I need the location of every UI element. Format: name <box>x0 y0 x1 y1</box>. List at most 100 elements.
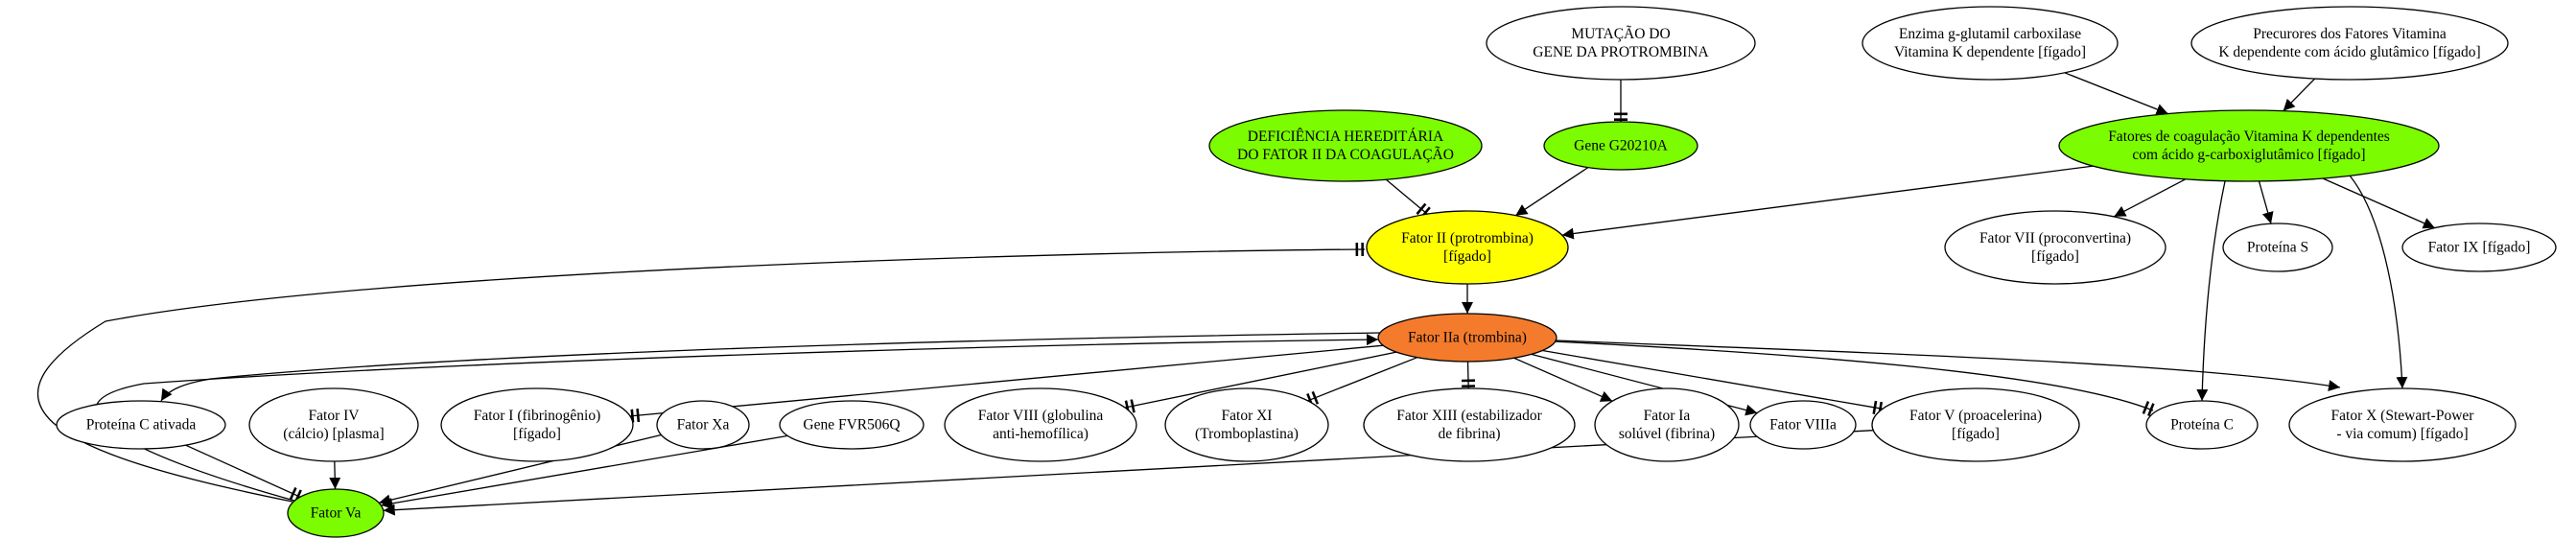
node-fator-xa: Fator Xa <box>656 400 750 450</box>
nodes-layer: MUTAÇÃO DO GENE DA PROTROMBINA Enzima g-gl… <box>56 6 2557 538</box>
node-label: Vitamina K dependente [fígado] <box>1894 44 2086 60</box>
node-fator-iia: Fator IIa (trombina) <box>1377 313 1557 363</box>
node-fator-x: Fator X (Stewart-Power - via comum) [fíga… <box>2288 387 2517 462</box>
node-label: DO FATOR II DA COAGULAÇÃO <box>1237 147 1454 163</box>
node-fator-va: Fator Va <box>287 488 385 538</box>
node-ellipse <box>1363 387 1576 462</box>
node-ellipse <box>1749 400 1857 450</box>
edge-fatores_vitk-fator_ix <box>2322 177 2436 229</box>
node-gene-fvr506q: Gene FVR506Q <box>779 400 925 450</box>
node-label: Fator Xa <box>677 417 730 434</box>
edge-fatores_vitk-proteina_c <box>2196 180 2226 402</box>
node-label: DEFICIÊNCIA HEREDITÁRIA <box>1248 129 1444 145</box>
edge-fator_va-fator_ii <box>36 243 1366 503</box>
edge-fatores_vitk-proteina_s <box>2258 180 2274 224</box>
edge-fator_iia-fator_viii <box>1124 351 1397 414</box>
node-ellipse <box>440 387 634 462</box>
node-fator-v: Fator V (proacelerina)[fígado] <box>1871 387 2080 462</box>
node-label: (cálcio) [plasma] <box>283 426 384 442</box>
node-label: Fator Va <box>311 505 362 522</box>
node-label: Fator IV <box>309 408 361 424</box>
node-ellipse <box>1486 6 1756 81</box>
node-label: Fator I (fibrinogênio) <box>474 408 601 424</box>
node-mutacao: MUTAÇÃO DO GENE DA PROTROMBINA <box>1486 6 1756 81</box>
node-label: Fatores de coagulação Vitamina K depende… <box>2108 129 2390 145</box>
node-ellipse <box>2145 400 2259 450</box>
node-ellipse <box>248 387 419 462</box>
node-fator-xiii: Fator XIII (estabilizador de fibrina) <box>1363 387 1576 462</box>
node-gene-g20210a: Gene G20210A <box>1543 121 1698 171</box>
node-label: de fibrina) <box>1439 426 1501 442</box>
node-fator-i: Fator I (fibrinogênio)[fígado] <box>440 387 634 462</box>
node-label: Gene G20210A <box>1574 138 1669 154</box>
node-fator-ix: Fator IX [fígado] <box>2401 223 2557 272</box>
node-label: Fator IIa (trombina) <box>1408 330 1527 346</box>
node-label: Fator IX [fígado] <box>2428 240 2531 256</box>
node-proteina-s: Proteína S <box>2222 223 2333 272</box>
node-ellipse <box>2222 223 2333 272</box>
edge-fator_iia-fator_v <box>1542 349 1884 416</box>
node-label: Proteína S <box>2247 240 2308 256</box>
edge-fator_iia-proteina_c_ativada <box>160 332 1382 402</box>
node-ellipse <box>1208 109 1483 182</box>
node-ellipse <box>2401 223 2557 272</box>
node-label: MUTAÇÃO DO <box>1571 26 1670 42</box>
edge-precursores-fatores_vitk <box>2283 78 2316 112</box>
node-label: Fator VII (proconvertina) <box>1979 230 2131 246</box>
node-label: - via comum) [fígado] <box>2336 426 2468 442</box>
edge-enzima-fatores_vitk <box>2064 72 2168 115</box>
edge-fatores_vitk-fator_vii <box>2113 178 2186 218</box>
edge-fator_iv-fator_va <box>329 460 341 490</box>
node-ellipse <box>656 400 750 450</box>
node-label: com ácido g-carboxiglutâmico [fígado] <box>2132 147 2365 163</box>
node-fator-ii: Fator II (protrombina) [fígado] <box>1366 210 1569 285</box>
edge-fator_iia-fator_ia <box>1513 357 1613 402</box>
node-label: Fator II (protrombina) <box>1401 230 1534 246</box>
node-ellipse <box>944 387 1137 462</box>
node-ellipse <box>1366 210 1569 285</box>
node-ellipse <box>2190 6 2509 81</box>
node-ellipse <box>1862 6 2119 81</box>
node-label: Fator XIII (estabilizador <box>1396 408 1542 424</box>
node-deficiencia: DEFICIÊNCIA HEREDITÁRIA DO FATOR II DA CO… <box>1208 109 1483 182</box>
node-label: Fator VIII (globulina <box>978 408 1104 424</box>
node-fator-vii: Fator VII (proconvertina) [fígado] <box>1944 210 2166 285</box>
edge-fator_iia-fator_xi <box>1306 357 1417 407</box>
node-label: [fígado] <box>2031 248 2079 265</box>
node-label: Enzima g-glutamil carboxilase <box>1899 26 2081 42</box>
node-label: [fígado] <box>1443 248 1491 265</box>
node-fator-viii: Fator VIII (globulina anti-hemofílica) <box>944 387 1137 462</box>
node-label: Proteína C ativada <box>86 417 197 434</box>
node-ellipse <box>1543 121 1698 171</box>
edge-fatores_vitk-fator_x <box>2349 175 2408 389</box>
node-label: GENE DA PROTROMBINA <box>1533 44 1709 60</box>
edge-fator_iia-fator_xiii <box>1461 361 1476 389</box>
node-label: Fator X (Stewart-Power <box>2331 408 2475 424</box>
node-fator-xi: Fator XI (Tromboplastina) <box>1164 387 1329 462</box>
node-label: (Tromboplastina) <box>1195 426 1299 442</box>
node-ellipse <box>2058 109 2440 182</box>
node-label: Fator VIIIa <box>1769 417 1837 434</box>
node-label: anti-hemofílica) <box>993 426 1089 442</box>
node-fator-viiia: Fator VIIIa <box>1749 400 1857 450</box>
node-ellipse <box>1377 313 1557 363</box>
node-label: K dependente com ácido glutâmico [fígado… <box>2218 44 2480 60</box>
node-ellipse <box>56 400 226 450</box>
node-ellipse <box>779 400 925 450</box>
edge-proteina_c_ativada-fator_va <box>185 444 302 504</box>
edge-fatores_vitk-fator_ii <box>1561 165 2094 240</box>
node-label: Fator Ia <box>1644 408 1691 424</box>
node-ellipse <box>1871 387 2080 462</box>
node-label: [fígado] <box>1952 426 2000 442</box>
node-fatores-vitk: Fatores de coagulação Vitamina K depende… <box>2058 109 2440 182</box>
node-label: Gene FVR506Q <box>803 417 900 434</box>
edge-fator_iia-proteina_c <box>1553 340 2155 417</box>
node-label: Proteína C <box>2170 417 2234 434</box>
node-label: Fator XI <box>1222 408 1273 424</box>
edge-fator_iia-fator_i <box>630 344 1384 423</box>
node-ellipse <box>287 488 385 538</box>
